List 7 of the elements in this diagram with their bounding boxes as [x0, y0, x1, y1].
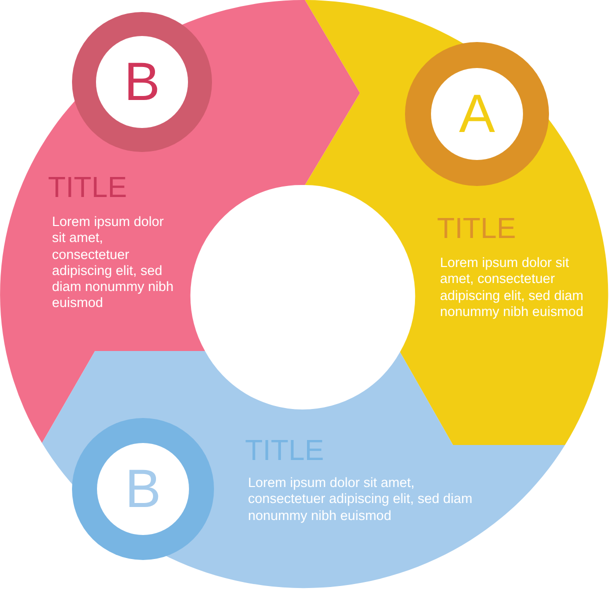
- segment-text: Lorem ipsum dolor sit amet, consectetuer adipiscing elit, sed diam nonummy nibh euismod: [52, 214, 175, 312]
- segment-text: Lorem ipsum dolor sit amet, consectetuer adipiscing elit, sed diam nonummy nibh euismod: [440, 255, 584, 320]
- segment-title: TITLE: [437, 213, 516, 246]
- segment-text: Lorem ipsum dolor sit amet, consectetuer adipiscing elit, sed diam nonummy nibh euismod: [248, 475, 474, 524]
- step-letter: B: [124, 55, 160, 109]
- step-letter: B: [124, 462, 162, 516]
- step-letter: A: [458, 87, 496, 141]
